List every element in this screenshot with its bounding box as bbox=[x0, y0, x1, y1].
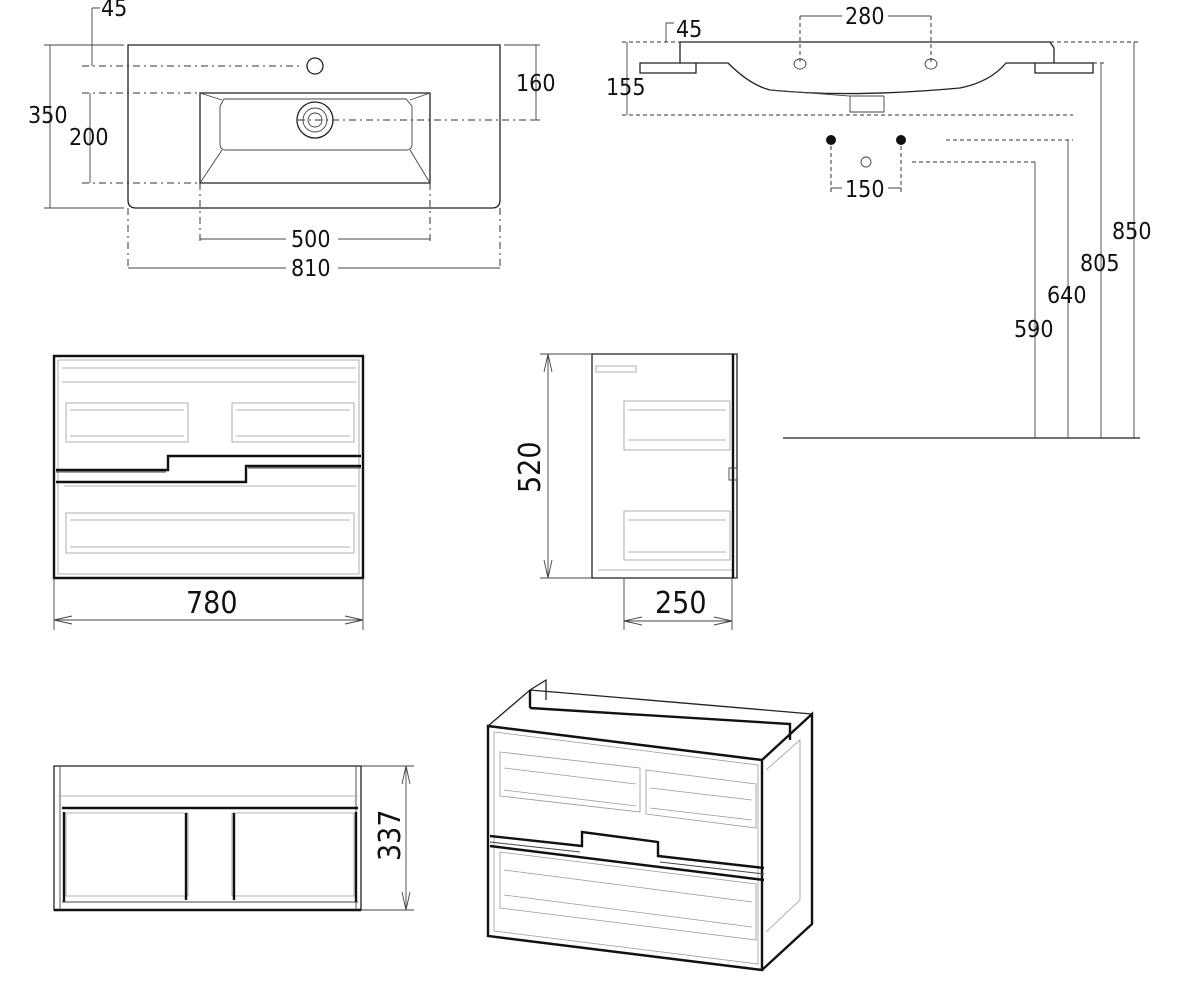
dim-tap-to-drain: 160 bbox=[516, 71, 556, 97]
dim-bowl-width: 500 bbox=[291, 227, 331, 253]
dim-fitting-spacing: 150 bbox=[845, 177, 885, 203]
dim-cabinet-width: 780 bbox=[186, 586, 238, 621]
dim-height-590: 590 bbox=[1014, 317, 1054, 343]
dim-tap-offset-side: 45 bbox=[676, 17, 702, 43]
cabinet-front-view: 780 bbox=[52, 354, 365, 630]
basin-top-view: 45 350 200 160 500 810 bbox=[28, 0, 556, 282]
cabinet-isometric-view bbox=[486, 678, 814, 972]
dim-basin-height: 155 bbox=[606, 75, 646, 101]
fixing-point-left-icon bbox=[826, 135, 836, 145]
tap-hole-icon bbox=[306, 57, 324, 75]
fixing-point-right-icon bbox=[896, 135, 906, 145]
cabinet-inner-view: 337 bbox=[53, 765, 414, 912]
cabinet-side-view: 520 250 bbox=[513, 353, 738, 630]
dim-height-805: 805 bbox=[1080, 251, 1120, 277]
waste-outlet-icon bbox=[860, 156, 872, 168]
dim-bowl-depth: 200 bbox=[69, 125, 109, 151]
dim-cabinet-height: 520 bbox=[513, 441, 548, 493]
dim-height-850: 850 bbox=[1112, 219, 1152, 245]
dim-basin-depth: 350 bbox=[28, 103, 68, 129]
dim-tap-offset-top: 45 bbox=[101, 0, 127, 22]
dim-basin-width: 810 bbox=[291, 256, 331, 282]
dim-height-640: 640 bbox=[1047, 283, 1087, 309]
dim-fixing-spacing: 280 bbox=[845, 4, 885, 30]
dim-inner-height: 337 bbox=[373, 809, 408, 861]
basin-side-view: 280 45 155 150 850 805 640 590 bbox=[606, 4, 1152, 439]
dim-cabinet-depth: 250 bbox=[655, 586, 707, 621]
